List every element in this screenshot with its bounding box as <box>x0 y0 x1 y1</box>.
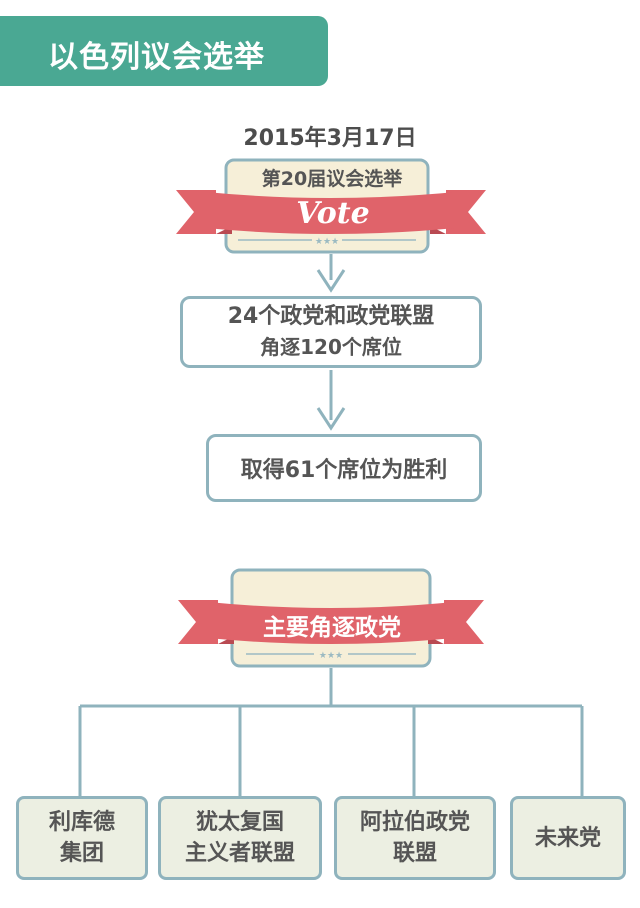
parties-competing-line1: 24个政党和政党联盟 <box>227 304 435 329</box>
vote-ribbon <box>176 190 486 234</box>
party-name-line1: 利库德 <box>48 810 115 835</box>
party-name-line2: 集团 <box>59 841 104 866</box>
party-name-line1: 未来党 <box>534 825 601 851</box>
page-title: 以色列议会选举 <box>48 40 265 75</box>
party-name-line1: 阿拉伯政党 <box>359 810 470 835</box>
parties-card-title: 主要角逐政党 <box>263 615 401 641</box>
parties-competing-box: 24个政党和政党联盟 角逐120个席位 <box>180 296 482 368</box>
party-box-likud: 利库德 集团 <box>16 796 148 880</box>
party-connectors <box>78 668 584 796</box>
party-box-joint-list: 阿拉伯政党 联盟 <box>334 796 496 880</box>
victory-threshold-box: 取得61个席位为胜利 <box>206 434 482 502</box>
arrow-down-2 <box>316 370 346 431</box>
vote-word: Vote <box>296 196 370 231</box>
svg-text:★★★: ★★★ <box>319 651 343 661</box>
party-box-yesh-atid: 未来党 <box>510 796 626 880</box>
party-box-zionist-union: 犹太复国 主义者联盟 <box>158 796 322 880</box>
party-name-line1: 犹太复国 <box>195 810 284 835</box>
vote-card-label: 第20届议会选举 <box>261 168 403 190</box>
victory-threshold-text: 取得61个席位为胜利 <box>240 458 448 483</box>
party-name-line2: 联盟 <box>392 841 437 866</box>
title-tab: 以色列议会选举 <box>0 16 328 86</box>
election-date: 2015年3月17日 <box>243 126 417 151</box>
arrow-down-1 <box>316 254 346 293</box>
svg-text:★★★: ★★★ <box>315 237 339 247</box>
parties-competing-line2: 角逐120个席位 <box>260 335 402 359</box>
party-name-line2: 主义者联盟 <box>184 841 295 866</box>
parties-ribbon <box>178 600 484 644</box>
